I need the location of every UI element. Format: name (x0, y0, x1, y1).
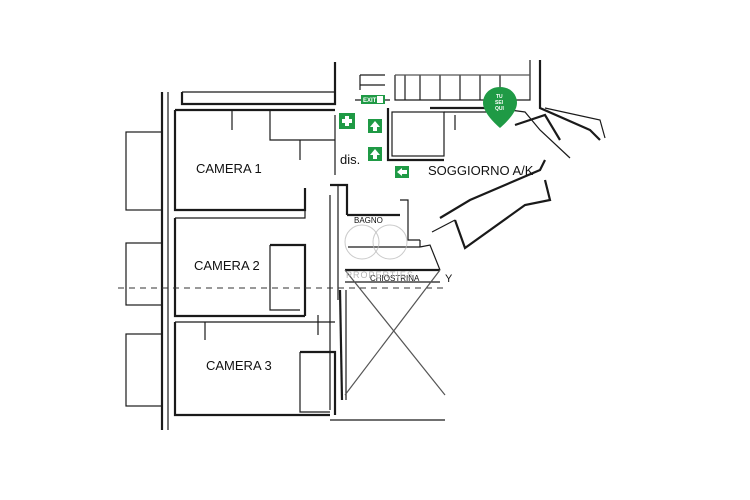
arrow-left-icon (395, 166, 409, 178)
label-soggiorno: SOGGIORNO A/K (428, 163, 534, 178)
label-y: Y (445, 273, 453, 285)
label-camera-2: CAMERA 2 (194, 258, 260, 273)
label-bagno: BAGNO (354, 216, 383, 225)
first-aid-cross-icon (339, 113, 355, 129)
exit-sign: EXIT (361, 95, 385, 104)
marker-text-1: TU (496, 94, 503, 100)
arrow-up-icon (368, 119, 382, 133)
you-are-here-marker-icon: TU SEI QUI (483, 87, 517, 128)
label-camera-1: CAMERA 1 (196, 161, 262, 176)
label-camera-3: CAMERA 3 (206, 358, 272, 373)
room-labels: CAMERA 1 CAMERA 2 CAMERA 3 SOGGIORNO A/K… (194, 152, 534, 373)
watermark-logo: PROPERTIES (344, 224, 414, 280)
label-chiostrina: CHIOSTRINA (370, 274, 420, 283)
label-dis: dis. (340, 152, 360, 167)
marker-text-3: QUI (495, 106, 505, 112)
marker-text-2: SEI (495, 100, 504, 106)
arrow-up-icon (368, 147, 382, 161)
watermark-text: PROPERTIES (346, 270, 414, 280)
exit-sign-label: EXIT (363, 98, 377, 104)
walls (118, 60, 606, 430)
